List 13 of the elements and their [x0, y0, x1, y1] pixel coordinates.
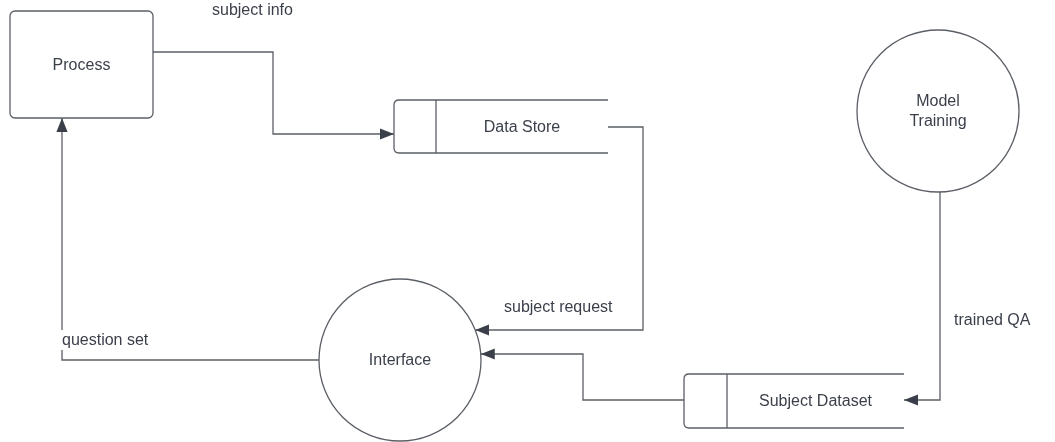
node-label: Model Training: [908, 91, 968, 131]
node-label: Interface: [368, 350, 432, 370]
node-label: Process: [52, 54, 111, 75]
node-label: Data Store: [483, 116, 561, 137]
arrow: [480, 348, 685, 401]
node-label: Subject Dataset: [759, 391, 872, 411]
arrow: [474, 126, 644, 336]
arrow: [903, 191, 941, 406]
edge-label: question set: [60, 330, 151, 350]
edge-label: trained QA: [952, 310, 1033, 330]
edge-label: subject request: [502, 297, 615, 317]
edge-label: subject info: [210, 0, 295, 20]
arrow: [56, 117, 320, 361]
